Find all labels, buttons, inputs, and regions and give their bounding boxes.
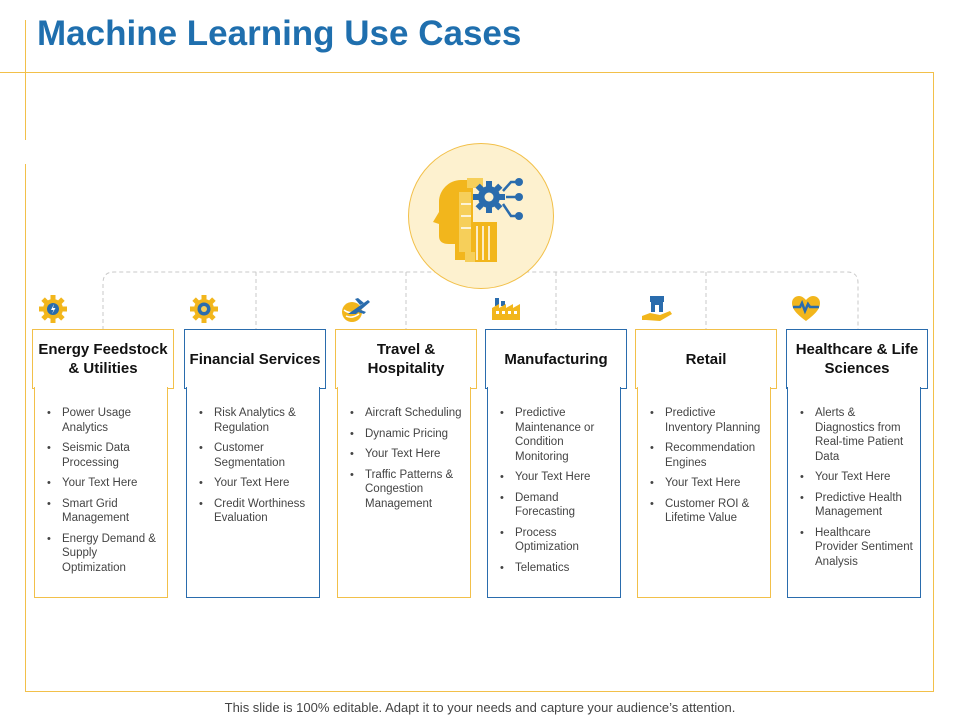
list-item: Demand Forecasting [496, 491, 614, 520]
list-item: Your Text Here [796, 470, 914, 485]
hand-store-icon [640, 292, 674, 326]
category-header-financial: Financial Services [184, 329, 326, 389]
list-item: Power Usage Analytics [43, 406, 161, 435]
list-item: Alerts & Diagnostics from Real-time Pati… [796, 406, 914, 464]
list-item: Seismic Data Processing [43, 441, 161, 470]
list-item: Process Optimization [496, 526, 614, 555]
list-item: Telematics [496, 561, 614, 576]
category-list-retail: Predictive Inventory Planning Recommenda… [637, 387, 771, 598]
category-list-manufacturing: Predictive Maintenance or Condition Moni… [487, 387, 621, 598]
heart-pulse-icon [789, 292, 823, 326]
gear-bolt-icon [36, 292, 70, 326]
list-item: Aircraft Scheduling [346, 406, 464, 421]
list-item: Predictive Maintenance or Condition Moni… [496, 406, 614, 464]
gear-dollar-icon [187, 292, 221, 326]
ai-head-gear-icon [408, 143, 554, 289]
category-list-healthcare: Alerts & Diagnostics from Real-time Pati… [787, 387, 921, 598]
list-item: Your Text Here [43, 476, 161, 491]
list-item: Healthcare Provider Sentiment Analysis [796, 526, 914, 570]
category-list-travel: Aircraft Scheduling Dynamic Pricing Your… [337, 387, 471, 598]
list-item: Dynamic Pricing [346, 427, 464, 442]
list-item: Predictive Health Management [796, 491, 914, 520]
category-header-retail: Retail [635, 329, 777, 389]
list-item: Risk Analytics & Regulation [195, 406, 313, 435]
footer-note: This slide is 100% editable. Adapt it to… [224, 700, 736, 715]
list-item: Recommendation Engines [646, 441, 764, 470]
category-list-financial: Risk Analytics & Regulation Customer Seg… [186, 387, 320, 598]
list-item: Customer ROI & Lifetime Value [646, 497, 764, 526]
category-header-manufacturing: Manufacturing [485, 329, 627, 389]
list-item: Customer Segmentation [195, 441, 313, 470]
category-header-travel: Travel & Hospitality [335, 329, 477, 389]
slide-title: Machine Learning Use Cases [37, 14, 522, 53]
list-item: Your Text Here [346, 447, 464, 462]
category-header-energy: Energy Feedstock & Utilities [32, 329, 174, 389]
list-item: Your Text Here [496, 470, 614, 485]
list-item: Smart Grid Management [43, 497, 161, 526]
list-item: Your Text Here [195, 476, 313, 491]
globe-airplane-icon [338, 292, 372, 326]
category-header-healthcare: Healthcare & Life Sciences [786, 329, 928, 389]
content-frame [25, 72, 934, 692]
category-list-energy: Power Usage Analytics Seismic Data Proce… [34, 387, 168, 598]
list-item: Traffic Patterns & Congestion Management [346, 468, 464, 512]
list-item: Your Text Here [646, 476, 764, 491]
list-item: Energy Demand & Supply Optimization [43, 532, 161, 576]
list-item: Predictive Inventory Planning [646, 406, 764, 435]
factory-icon [489, 292, 523, 326]
list-item: Credit Worthiness Evaluation [195, 497, 313, 526]
